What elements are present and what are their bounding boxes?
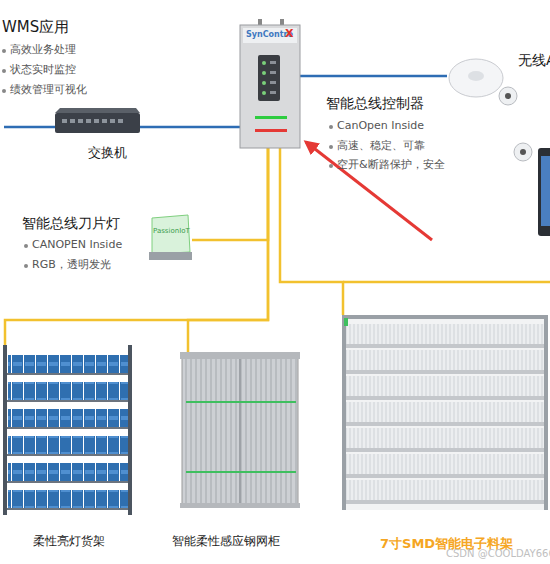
bullet-text: RGB，透明发光 bbox=[32, 258, 111, 271]
bullet-dot bbox=[2, 49, 6, 53]
node-label: 柔性亮灯货架 bbox=[33, 534, 105, 548]
controller-node: SynControX智能总线控制器CanOpen Inside高速、稳定、可靠空… bbox=[240, 25, 300, 148]
bullet-text: 高效业务处理 bbox=[10, 43, 76, 56]
smd-rack-node: 7寸SMD智能电子料架 bbox=[340, 315, 550, 510]
bullet-text: 空开&断路保护，安全 bbox=[337, 158, 445, 171]
blade-light bbox=[149, 215, 192, 260]
bullet-dot bbox=[329, 164, 333, 168]
heading-text: 智能总线刀片灯 bbox=[22, 215, 120, 232]
shelf-node: 柔性亮灯货架 bbox=[0, 345, 135, 515]
cabinet-node: 智能柔性感应钢网柜 bbox=[180, 352, 300, 508]
bullet-text: 高速、稳定、可靠 bbox=[337, 139, 425, 152]
callout-arrow bbox=[306, 142, 432, 240]
bullet-dot bbox=[329, 145, 333, 149]
device-brand: PassionIoT bbox=[153, 227, 190, 235]
bus-connector bbox=[140, 126, 240, 129]
bullet-text: 绩效管理可视化 bbox=[10, 83, 87, 96]
bullet-dot bbox=[2, 69, 6, 73]
wireless-ap bbox=[449, 59, 550, 236]
light-shelf bbox=[3, 345, 132, 515]
node-label: 无线A bbox=[518, 52, 550, 69]
node-label: 智能柔性感应钢网柜 bbox=[172, 534, 280, 548]
bus-connector bbox=[4, 126, 55, 129]
bullet-text: 状态实时监控 bbox=[10, 63, 76, 76]
app-block: WMS应用高效业务处理状态实时监控绩效管理可视化 bbox=[0, 15, 115, 127]
smd-rack bbox=[342, 315, 548, 510]
brand-mark: X bbox=[285, 27, 293, 40]
bus-connector bbox=[188, 148, 268, 352]
watermark: CSDN @COOLDAY666 bbox=[446, 548, 550, 560]
heading-text: WMS应用 bbox=[2, 18, 69, 36]
mesh-cabinet bbox=[180, 352, 300, 508]
switch-node: 交换机 bbox=[55, 110, 140, 135]
bus-wire bbox=[343, 281, 550, 284]
network-switch bbox=[55, 108, 140, 133]
bullet-dot bbox=[329, 125, 333, 129]
ap-node: 无线A bbox=[447, 55, 505, 100]
bus-connector bbox=[5, 148, 268, 345]
bullet-text: CANOPEN Inside bbox=[32, 238, 122, 251]
bullet-dot bbox=[2, 89, 6, 93]
heading-text: 智能总线控制器 bbox=[326, 95, 424, 112]
bus-connector bbox=[280, 148, 343, 315]
bus-connector bbox=[300, 75, 447, 78]
light-node: 智能总线刀片灯CANOPEN InsideRGB，透明发光 bbox=[148, 215, 192, 262]
bullet-dot bbox=[24, 264, 28, 268]
bullet-dot bbox=[24, 244, 28, 248]
bullet-text: CanOpen Inside bbox=[337, 119, 424, 132]
bus-controller bbox=[240, 19, 300, 148]
node-label: 交换机 bbox=[88, 145, 127, 161]
bus-connector bbox=[192, 148, 268, 240]
